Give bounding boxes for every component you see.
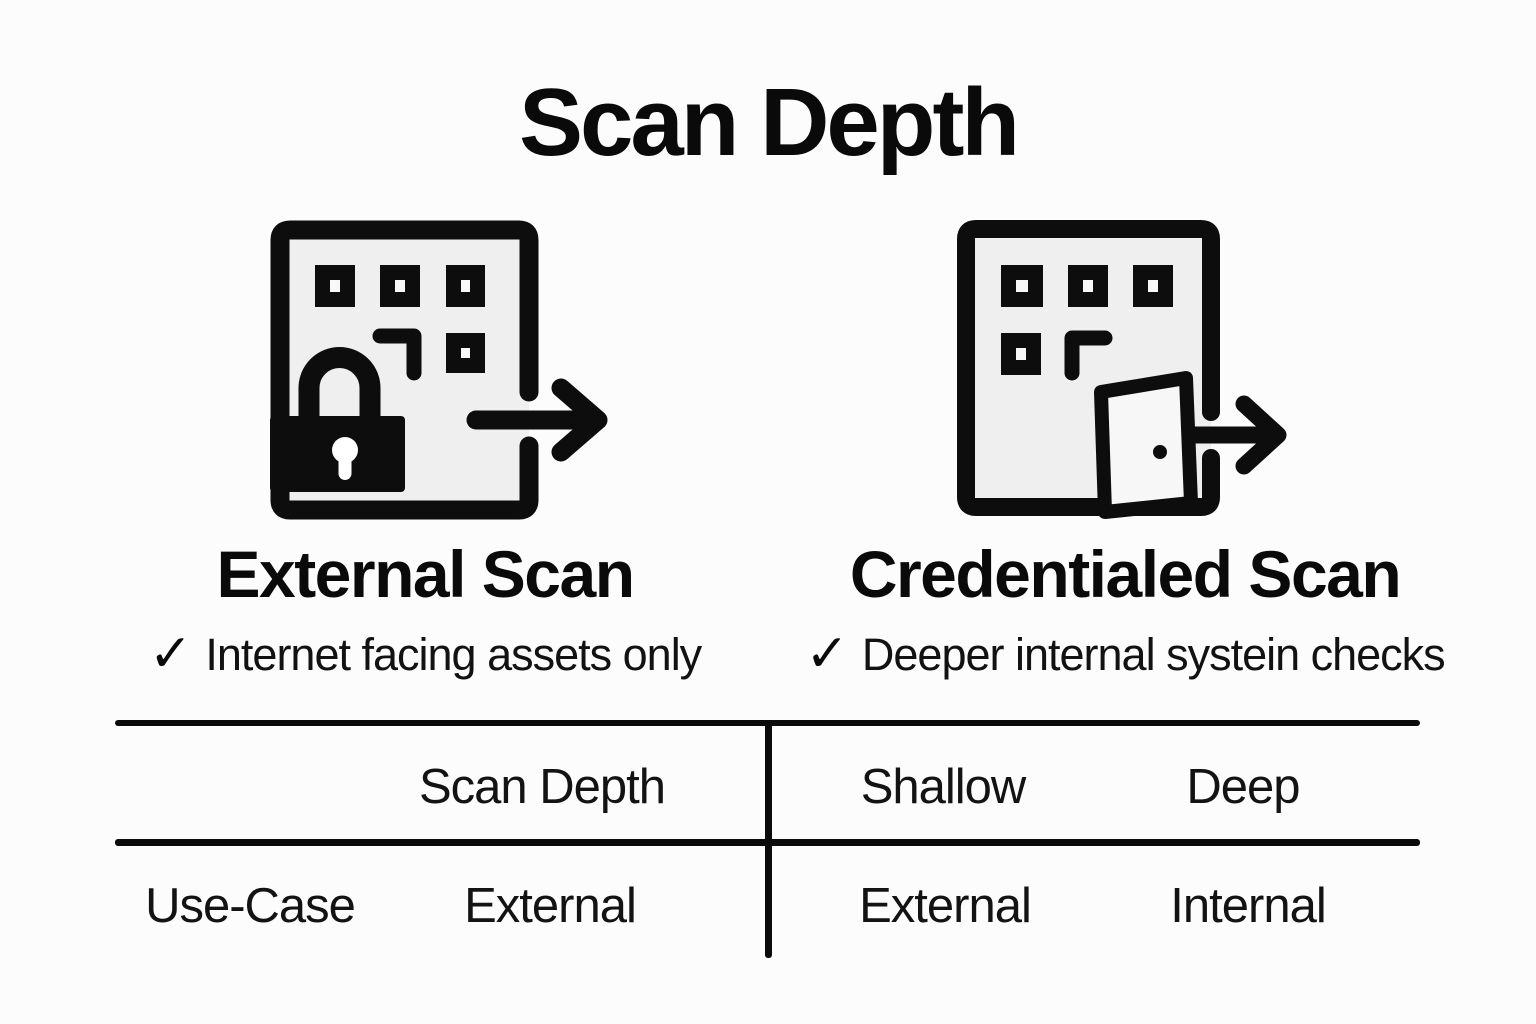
external-scan-bullet-text: Internet facing assets only bbox=[205, 629, 702, 680]
check-icon: ✓ bbox=[148, 625, 193, 683]
windows-icons bbox=[1001, 265, 1173, 375]
corner-bracket-icon bbox=[1064, 330, 1113, 381]
arrow-right-icon bbox=[466, 378, 608, 462]
table-cell-shallow: Shallow bbox=[860, 760, 1027, 814]
check-icon: ✓ bbox=[805, 625, 849, 683]
table-cell-use-case: Use-Case bbox=[145, 879, 356, 933]
windows-icons bbox=[315, 265, 485, 373]
door-knob-icon bbox=[1153, 445, 1167, 459]
external-scan-heading: External Scan bbox=[216, 537, 635, 611]
credentialed-scan-bullet: ✓ Deeper internal systein checks bbox=[790, 625, 1460, 683]
building-door-arrow-icon bbox=[957, 220, 1287, 519]
credentialed-scan-bullet-text: Deeper internal systein checks bbox=[861, 629, 1446, 680]
table-cell-deep: Deep bbox=[1186, 760, 1300, 814]
arrow-right-icon bbox=[1186, 395, 1287, 475]
open-door-icon bbox=[1094, 371, 1198, 519]
credentialed-scan-heading: Credentialed Scan bbox=[849, 537, 1402, 611]
padlock-icon bbox=[270, 347, 405, 492]
table-cell-external-right: External bbox=[859, 879, 1032, 933]
table-vertical-divider bbox=[765, 721, 772, 958]
table-cell-external-left: External bbox=[464, 879, 637, 933]
building-lock-arrow-icon bbox=[270, 220, 608, 520]
external-scan-bullet: ✓ Internet facing assets only bbox=[90, 625, 760, 683]
page-title: Scan Depth bbox=[518, 69, 1020, 176]
corner-bracket-icon bbox=[372, 328, 422, 381]
table-cell-internal: Internal bbox=[1170, 879, 1326, 933]
table-cell-scan-depth: Scan Depth bbox=[418, 760, 666, 814]
